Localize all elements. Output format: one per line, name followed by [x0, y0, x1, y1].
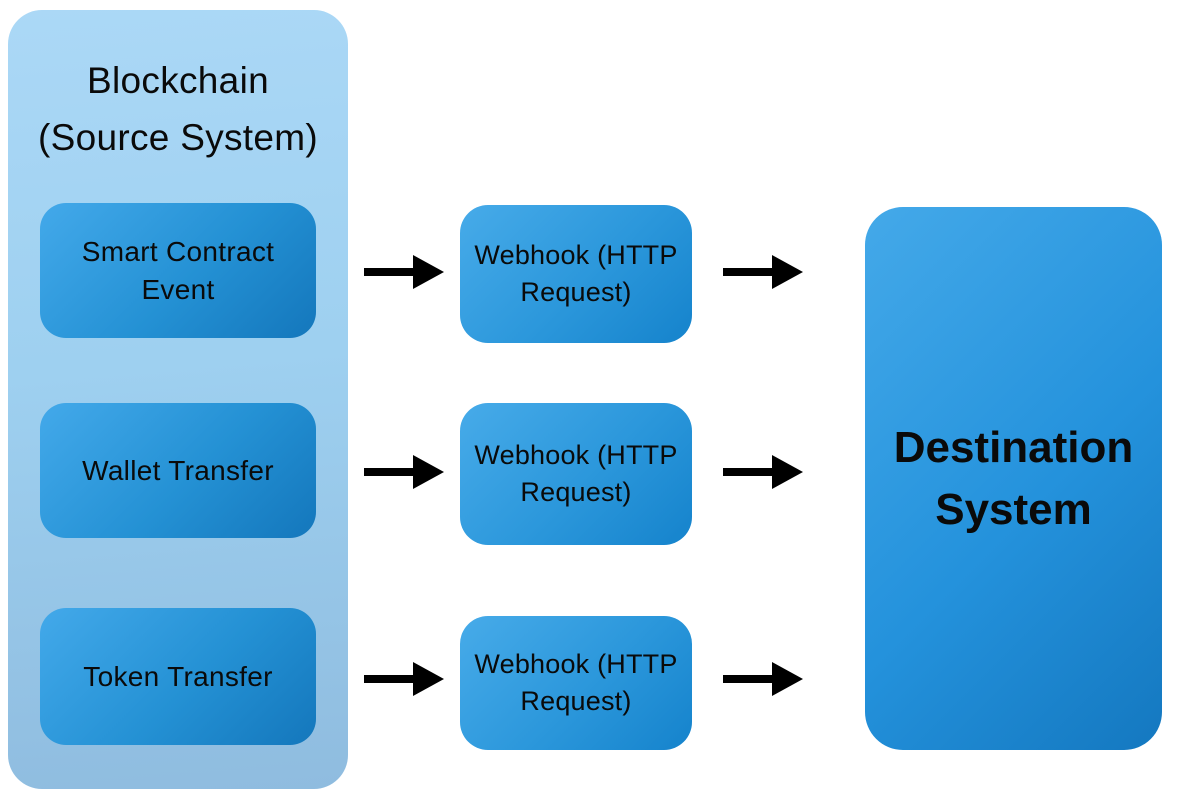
- destination-system-label: Destination System: [893, 422, 1134, 534]
- source-system-title-line1: Blockchain: [87, 60, 269, 101]
- event-box-label: Smart Contract Event: [81, 235, 275, 305]
- webhook-box-3: Webhook (HTTP Request): [460, 616, 692, 750]
- event-box-token-transfer: Token Transfer: [40, 608, 316, 745]
- destination-system-box: Destination System: [865, 207, 1162, 750]
- flow-arrow-icon: [723, 662, 803, 696]
- flow-arrow-icon: [364, 455, 444, 489]
- webhook-box-label: Webhook (HTTP Request): [474, 649, 678, 716]
- event-box-smart-contract: Smart Contract Event: [40, 203, 316, 338]
- source-system-title-line2: (Source System): [37, 117, 318, 158]
- webhook-box-1: Webhook (HTTP Request): [460, 205, 692, 343]
- webhook-box-2: Webhook (HTTP Request): [460, 403, 692, 545]
- webhook-box-label: Webhook (HTTP Request): [474, 240, 678, 307]
- flow-arrow-icon: [364, 255, 444, 289]
- event-box-label: Token Transfer: [83, 660, 273, 692]
- flow-arrow-icon: [364, 662, 444, 696]
- flow-arrow-icon: [723, 255, 803, 289]
- event-box-wallet-transfer: Wallet Transfer: [40, 403, 316, 538]
- webhook-box-label: Webhook (HTTP Request): [474, 440, 678, 507]
- event-box-label: Wallet Transfer: [82, 454, 274, 486]
- source-system-title: Blockchain (Source System): [8, 52, 348, 166]
- flow-arrow-icon: [723, 455, 803, 489]
